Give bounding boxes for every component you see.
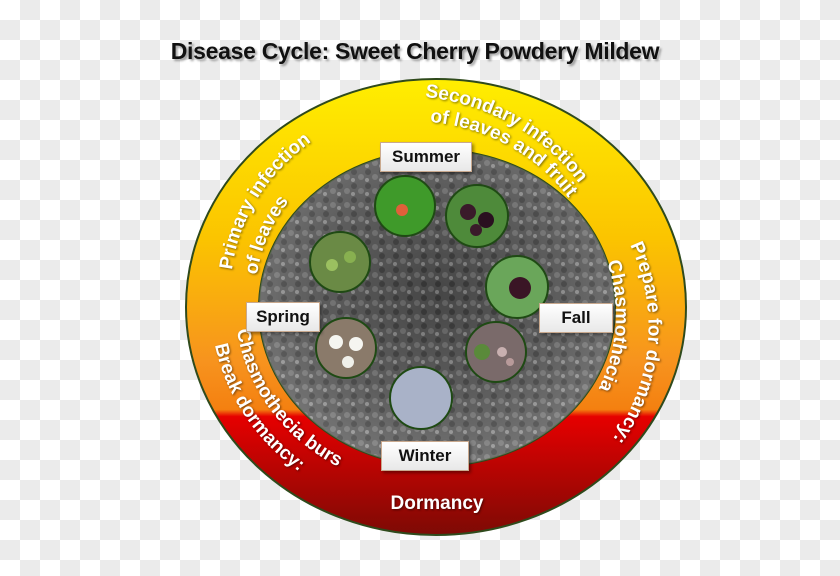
- photo-winter-spores: [389, 366, 453, 430]
- season-fall: Fall: [539, 303, 613, 333]
- photo-fall-cherry: [485, 255, 549, 319]
- photo-chasmothecia: [465, 321, 527, 383]
- season-spring: Spring: [246, 302, 320, 332]
- tree-shade: [259, 150, 615, 466]
- season-summer: Summer: [380, 142, 472, 172]
- diagram-title: Disease Cycle: Sweet Cherry Powdery Mild…: [170, 38, 660, 64]
- photo-summer-leaf: [374, 175, 436, 237]
- season-winter: Winter: [381, 441, 469, 471]
- photo-blossoms: [315, 317, 377, 379]
- photo-green-cherries: [309, 231, 371, 293]
- photo-cherries-dark: [445, 184, 509, 248]
- label-dormancy: Dormancy: [391, 493, 484, 514]
